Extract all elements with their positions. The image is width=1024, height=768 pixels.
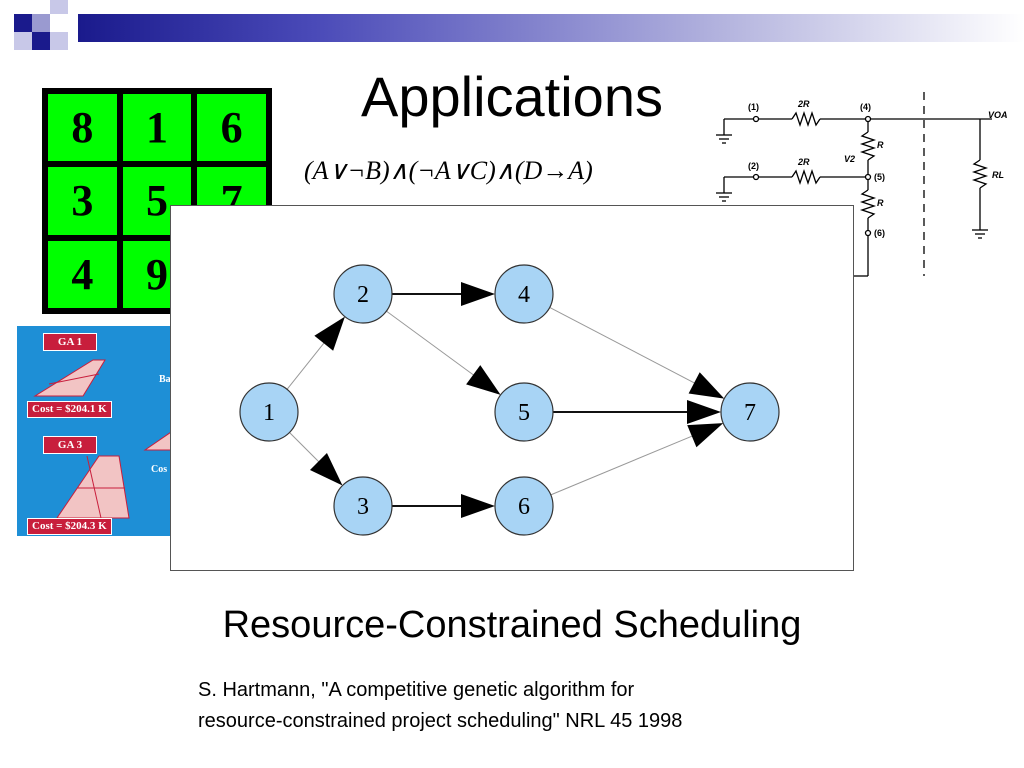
- graph-node-label: 7: [744, 400, 756, 426]
- graph-node: [720, 382, 780, 442]
- square-decoration: [50, 32, 68, 50]
- ga-results-panel: GA 1 Cost = $204.1 K GA 3 Cost = $204.3 …: [17, 326, 177, 536]
- citation-line: resource-constrained project scheduling"…: [198, 710, 683, 732]
- magic-square-cell: 3: [48, 167, 117, 235]
- circuit-label: VOA: [988, 110, 1008, 120]
- graph-node-label: 5: [518, 400, 530, 426]
- precedence-graph-panel: 1 2 3 4 5 6 7: [170, 205, 854, 571]
- magic-square-cell: 1: [122, 94, 192, 162]
- graph-arrowhead: [687, 400, 721, 424]
- graph-node: [333, 264, 393, 324]
- wing-shape-3: [56, 455, 130, 519]
- graph-node-label: 6: [518, 494, 530, 520]
- graph-edge: [286, 339, 327, 390]
- magic-square-cell: 8: [48, 94, 117, 162]
- graph-edge: [549, 306, 698, 386]
- graph-node: [333, 476, 393, 536]
- graph-edge: [550, 434, 696, 496]
- circuit-diagram: (1) (2) (4) (5) (6) 2R 2R R R V2 VOA RL: [716, 92, 1008, 277]
- magic-square-cell: 4: [48, 240, 117, 308]
- graph-arrowhead: [309, 452, 343, 486]
- graph-arrowhead: [687, 423, 724, 448]
- wing-shape-partial: [143, 427, 177, 451]
- circuit-label: V2: [844, 154, 855, 164]
- ga-side-text: Ba: [159, 374, 171, 385]
- precedence-graph: 1 2 3 4 5 6 7: [239, 264, 780, 536]
- graph-arrowhead: [461, 282, 495, 306]
- graph-arrowhead: [461, 494, 495, 518]
- square-decoration: [32, 14, 50, 32]
- circuit-node-6: (6): [874, 228, 885, 238]
- ga1-label: GA 1: [43, 333, 97, 351]
- square-decoration: [14, 32, 32, 50]
- circuit-label: 2R: [797, 157, 810, 167]
- graph-arrowhead: [688, 372, 725, 399]
- graph-edge: [386, 310, 477, 378]
- circuit-label: R: [877, 140, 884, 150]
- graph-node: [494, 476, 554, 536]
- square-decoration: [32, 32, 50, 50]
- boolean-formula: (A∨¬B)∧(¬A∨C)∧(D→A): [304, 156, 593, 185]
- circuit-node-2: (2): [748, 161, 759, 171]
- circuit-label: R: [877, 198, 884, 208]
- ga3-label: GA 3: [43, 436, 97, 454]
- square-decoration: [14, 14, 32, 32]
- graph-node-label: 1: [263, 400, 275, 426]
- graph-node-label: 4: [518, 282, 530, 308]
- graph-arrowhead: [314, 316, 345, 351]
- graph-edge: [289, 432, 322, 465]
- circuit-node-5: (5): [874, 172, 885, 182]
- graph-arrowhead: [466, 365, 501, 395]
- citation-line: S. Hartmann, "A competitive genetic algo…: [198, 679, 635, 701]
- graph-node: [239, 382, 299, 442]
- header-decoration: [0, 0, 80, 60]
- slide-subtitle: Resource-Constrained Scheduling: [222, 604, 802, 646]
- circuit-label: RL: [992, 170, 1004, 180]
- circuit-node-4: (4): [860, 102, 871, 112]
- ga1-cost: Cost = $204.1 K: [27, 401, 112, 418]
- circuit-node-1: (1): [748, 102, 759, 112]
- citation: S. Hartmann, "A competitive genetic algo…: [198, 675, 898, 737]
- graph-node: [494, 264, 554, 324]
- ga3-cost: Cost = $204.3 K: [27, 518, 112, 535]
- magic-square-cell: 6: [197, 94, 266, 162]
- slide-title: Applications: [361, 65, 663, 128]
- graph-node-label: 3: [357, 494, 369, 520]
- graph-node: [494, 382, 554, 442]
- wing-shape-1: [33, 359, 106, 397]
- header-gradient-bar: [78, 14, 1024, 42]
- ga-side-text: Cos: [151, 464, 168, 475]
- graph-node-label: 2: [357, 282, 369, 308]
- circuit-label: 2R: [797, 99, 810, 109]
- square-decoration: [50, 0, 68, 14]
